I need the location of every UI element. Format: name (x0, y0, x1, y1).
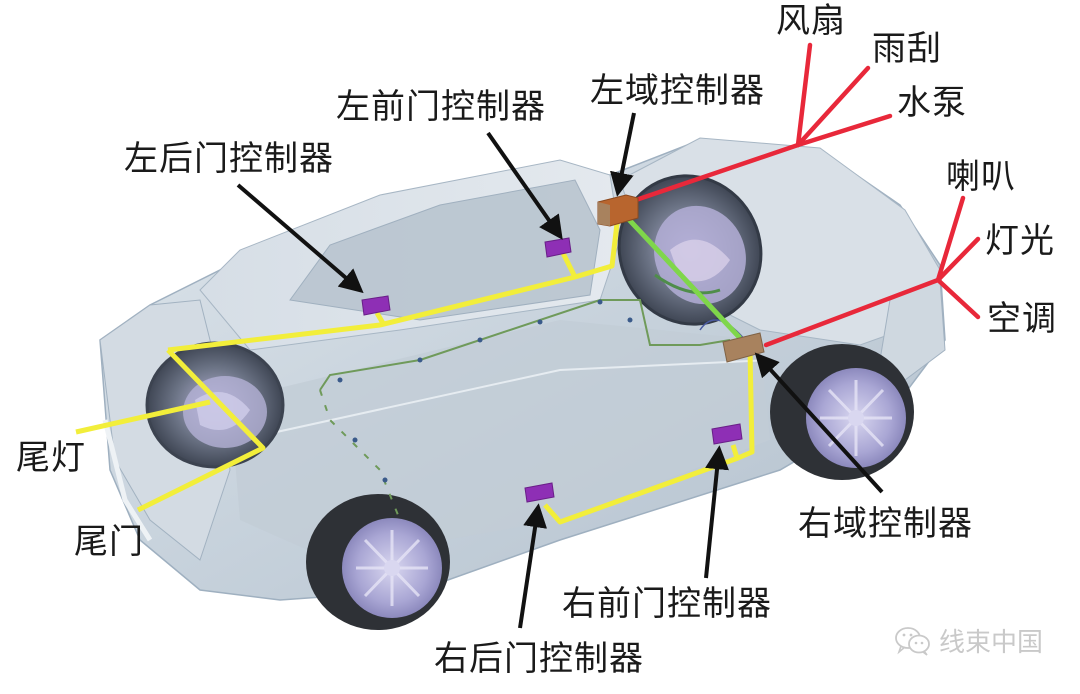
rear-right-wheel (306, 494, 450, 630)
right-domain-controller (722, 332, 765, 363)
label-tailgate: 尾门 (74, 522, 144, 562)
label-fan: 风扇 (776, 1, 846, 41)
right-front-door-controller (711, 423, 743, 445)
pointer-arrows (236, 112, 884, 629)
right-rear-door-controller (524, 482, 555, 503)
yellow-harness-right (543, 349, 755, 525)
label-water-pump: 水泵 (897, 83, 967, 123)
watermark: 线束中国 (893, 622, 1043, 659)
arrow-right-rear-door (518, 503, 548, 629)
red-harness-right-domain (763, 195, 981, 348)
front-wheel-well (617, 174, 763, 326)
arrow-right-domain (754, 352, 884, 494)
label-left-domain-controller: 左域控制器 (590, 71, 765, 111)
label-wiper: 雨刮 (872, 29, 942, 69)
wechat-icon (893, 625, 933, 657)
label-left-rear-door-controller: 左后门控制器 (124, 139, 334, 179)
arrow-left-domain (610, 112, 636, 197)
label-right-rear-door-controller: 右后门控制器 (434, 639, 644, 679)
front-right-wheel (770, 344, 914, 480)
label-horn: 喇叭 (946, 157, 1016, 197)
green-backbone (618, 208, 742, 340)
label-tail-light: 尾灯 (16, 438, 86, 478)
arrow-left-front-door (486, 131, 563, 240)
label-left-front-door-controller: 左前门控制器 (336, 87, 546, 127)
red-harness-left-domain (633, 42, 893, 203)
arrow-left-rear-door (236, 183, 364, 294)
label-right-domain-controller: 右域控制器 (798, 504, 973, 544)
yellow-harness-left (75, 214, 621, 513)
label-light: 灯光 (985, 221, 1055, 261)
label-right-front-door-controller: 右前门控制器 (562, 584, 772, 624)
left-rear-door-controller (361, 295, 391, 316)
watermark-text: 线束中国 (939, 628, 1044, 658)
arrow-right-front-door (704, 445, 729, 579)
label-air-conditioning: 空调 (987, 299, 1057, 339)
